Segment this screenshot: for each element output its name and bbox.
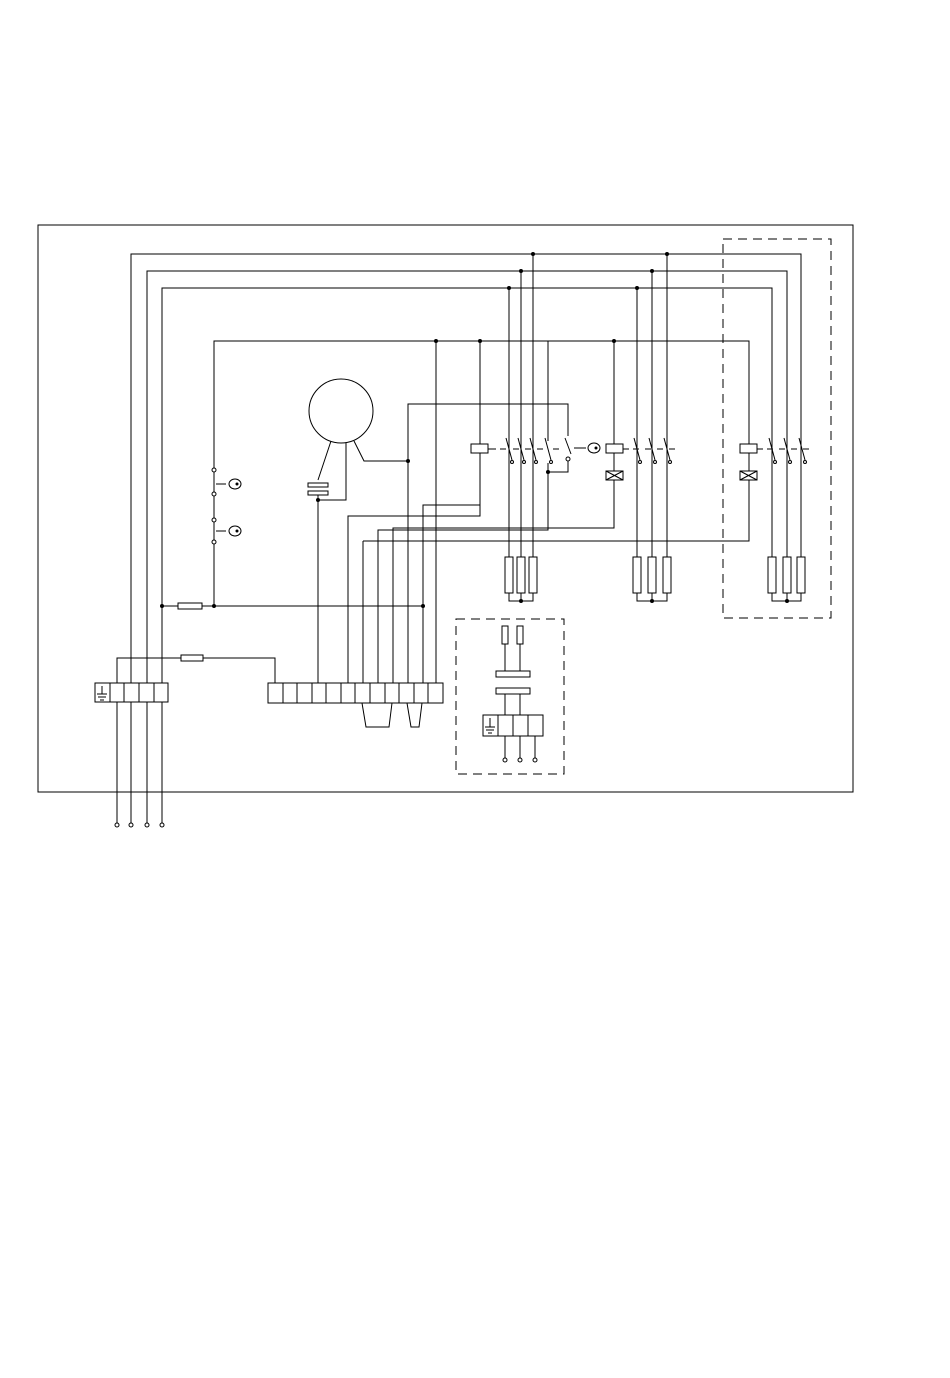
heater-group-2	[633, 557, 671, 603]
thermostat-switches	[212, 468, 241, 606]
fan-motor	[309, 379, 410, 500]
contactor-1	[348, 444, 559, 683]
bridge-link-1	[362, 703, 392, 727]
supply-terminal-block	[95, 683, 168, 702]
enclosure-frame	[38, 225, 853, 792]
supply-bus	[131, 252, 801, 683]
supply-leads	[115, 702, 164, 827]
bridge-link-2	[407, 703, 422, 727]
control-terminal-block	[268, 683, 443, 727]
contactor-3	[378, 444, 809, 541]
optional-module	[483, 626, 543, 762]
control-feed	[423, 505, 480, 683]
motor-capacitor	[308, 483, 328, 683]
optional-heater-bank-outline	[723, 239, 831, 618]
fuse-1	[178, 603, 202, 609]
fuse-circuit	[117, 603, 425, 683]
heater-group-3	[768, 557, 805, 603]
contacts-group-1	[378, 341, 600, 683]
optional-module-outline	[456, 619, 564, 774]
heater-group-1	[505, 557, 537, 603]
control-bus	[214, 339, 749, 683]
contacts-group-2	[634, 438, 672, 464]
fuse-2	[181, 655, 203, 661]
